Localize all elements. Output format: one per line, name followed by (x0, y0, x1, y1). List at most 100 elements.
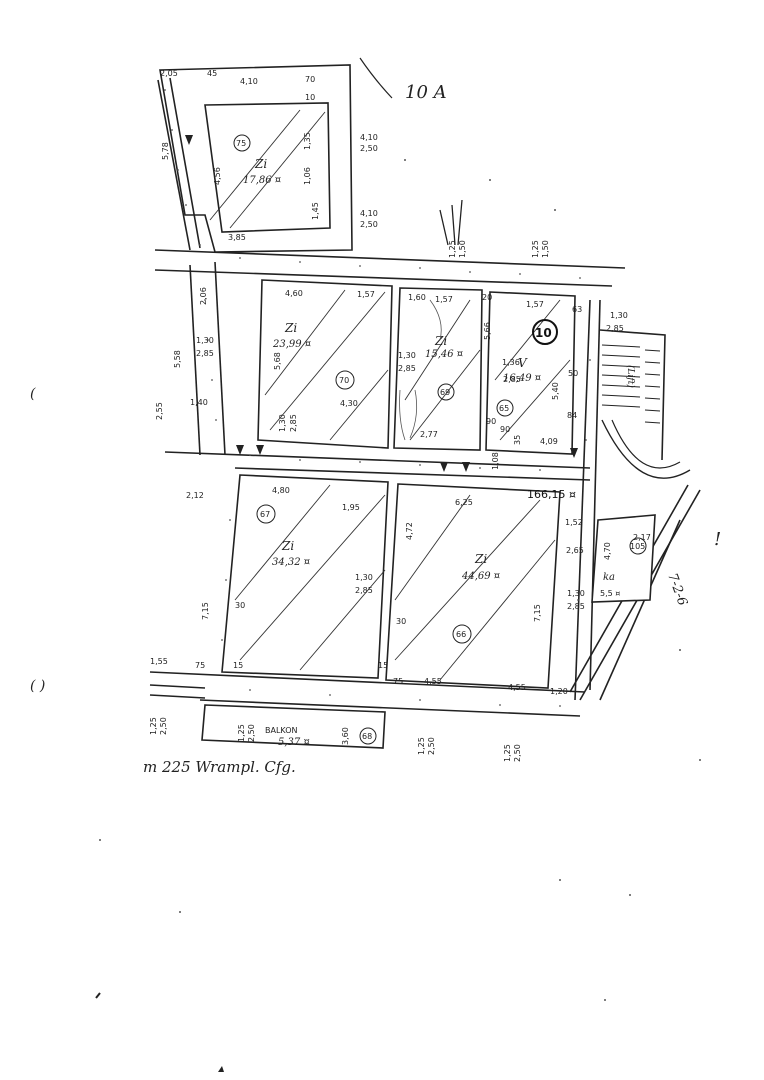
svg-text:75: 75 (236, 139, 246, 148)
speckles (99, 89, 701, 1001)
svg-text:1,30: 1,30 (567, 589, 585, 598)
svg-text:3,85: 3,85 (228, 233, 246, 242)
svg-text:2,85: 2,85 (503, 375, 521, 384)
svg-text:2,55: 2,55 (155, 402, 164, 420)
svg-text:105: 105 (630, 542, 645, 551)
svg-text:3,60: 3,60 (341, 727, 350, 745)
svg-text:1,50: 1,50 (458, 240, 467, 258)
svg-text:4,56: 4,56 (213, 167, 222, 185)
svg-text:5,78: 5,78 (161, 142, 170, 160)
svg-text:ka: ka (603, 572, 615, 583)
svg-text:4,55: 4,55 (424, 677, 442, 686)
svg-text:4,30: 4,30 (340, 399, 358, 408)
svg-text:Zi: Zi (474, 552, 487, 566)
svg-text:1,25: 1,25 (503, 744, 512, 762)
svg-text:67: 67 (260, 510, 270, 519)
svg-text:84: 84 (567, 411, 577, 420)
svg-text:2,06: 2,06 (199, 287, 208, 305)
walls (149, 64, 701, 749)
svg-text:63: 63 (572, 305, 582, 314)
svg-text:1,50: 1,50 (541, 240, 550, 258)
svg-text:2,77: 2,77 (420, 430, 438, 439)
svg-text:Zi: Zi (254, 157, 267, 171)
dimensions: 2,05 45 4,10 70 5,78 4,56 1,06 1,45 1,35… (149, 69, 651, 762)
svg-text:4,10: 4,10 (360, 133, 378, 142)
hatching (209, 109, 571, 681)
svg-text:1,40: 1,40 (190, 398, 208, 407)
svg-text:16,49 ¤: 16,49 ¤ (503, 373, 541, 384)
svg-text:15: 15 (233, 661, 243, 670)
room-105: 105 ka 5,5 ¤ (600, 537, 647, 598)
svg-text:68: 68 (362, 732, 372, 741)
room-69: Zi 15,46 ¤ 69 (425, 334, 463, 401)
svg-text:1,45: 1,45 (311, 202, 320, 220)
svg-text:69: 69 (440, 388, 450, 397)
svg-text:34,32 ¤: 34,32 ¤ (272, 557, 310, 568)
svg-text:1,30: 1,30 (196, 336, 214, 345)
svg-text:17,86 ¤: 17,86 ¤ (243, 175, 281, 186)
svg-text:2,50: 2,50 (360, 220, 378, 229)
svg-text:30: 30 (396, 617, 406, 626)
room-75: Zi 17,86 ¤ 75 (233, 134, 281, 186)
svg-text:1,06: 1,06 (303, 167, 312, 185)
svg-text:4,10: 4,10 (240, 77, 258, 86)
svg-text:66: 66 (456, 630, 466, 639)
svg-text:2,50: 2,50 (513, 744, 522, 762)
svg-text:10 A: 10 A (405, 82, 447, 103)
svg-text:2,85: 2,85 (355, 586, 373, 595)
svg-text:23,99 ¤: 23,99 ¤ (272, 339, 311, 350)
svg-text:4,09: 4,09 (540, 437, 558, 446)
svg-text:2,05: 2,05 (160, 69, 178, 78)
svg-text:5,37 ¤: 5,37 ¤ (278, 737, 310, 748)
svg-text:65: 65 (499, 404, 509, 413)
svg-text:1,55: 1,55 (150, 657, 168, 666)
svg-text:1,30: 1,30 (610, 311, 628, 320)
svg-text:4,70: 4,70 (603, 542, 612, 560)
room-67: Zi 34,32 ¤ 67 (256, 504, 310, 568)
svg-text:2,85: 2,85 (289, 414, 298, 432)
svg-text:m 225 Wrampl. Cfg.: m 225 Wrampl. Cfg. (143, 758, 296, 776)
svg-text:15,46 ¤: 15,46 ¤ (425, 349, 463, 360)
svg-text:2,50: 2,50 (360, 144, 378, 153)
total-area: 166,15 ¤ (527, 488, 576, 501)
svg-text:5,58: 5,58 (173, 350, 182, 368)
svg-text:1,25: 1,25 (531, 240, 540, 258)
svg-text:1,25: 1,25 (448, 240, 457, 258)
svg-text:7,15: 7,15 (201, 602, 210, 620)
svg-text:1,52: 1,52 (565, 518, 583, 527)
svg-text:75: 75 (195, 661, 205, 670)
svg-text:4,55: 4,55 (508, 683, 526, 692)
svg-text:2,17: 2,17 (633, 533, 651, 542)
svg-text:2,85: 2,85 (196, 349, 214, 358)
svg-text:1,25: 1,25 (417, 737, 426, 755)
svg-text:1,57: 1,57 (435, 295, 453, 304)
svg-text:1,60: 1,60 (408, 293, 426, 302)
svg-text:15: 15 (378, 661, 388, 670)
svg-text:1,35: 1,35 (303, 132, 312, 150)
svg-text:5,68: 5,68 (273, 352, 282, 370)
svg-text:10: 10 (305, 93, 315, 102)
svg-text:2,50: 2,50 (247, 724, 256, 742)
svg-text:2,12: 2,12 (186, 491, 204, 500)
svg-text:5,66: 5,66 (483, 322, 492, 340)
svg-text:5,5 ¤: 5,5 ¤ (600, 589, 620, 598)
svg-text:2,65: 2,65 (566, 546, 584, 555)
svg-text:Zi: Zi (281, 539, 294, 553)
svg-text:7,15: 7,15 (533, 604, 542, 622)
room-70: Zi 23,99 ¤ 70 (272, 321, 355, 390)
svg-text:2,85: 2,85 (567, 602, 585, 611)
staircase (599, 329, 691, 479)
svg-text:10: 10 (535, 326, 552, 340)
svg-text:1,25: 1,25 (149, 717, 158, 735)
svg-text:70: 70 (305, 75, 315, 84)
svg-text:70: 70 (339, 376, 349, 385)
room-65: V 16,49 ¤ 65 (496, 356, 541, 417)
svg-text:1,30: 1,30 (278, 414, 287, 432)
room-68-balkon: BALKON 5,37 ¤ 68 (265, 726, 377, 748)
svg-text:45: 45 (207, 69, 217, 78)
svg-text:4,10: 4,10 (360, 209, 378, 218)
svg-text:2,50: 2,50 (427, 737, 436, 755)
svg-text:75: 75 (393, 677, 403, 686)
svg-text:2,50: 2,50 (159, 717, 168, 735)
